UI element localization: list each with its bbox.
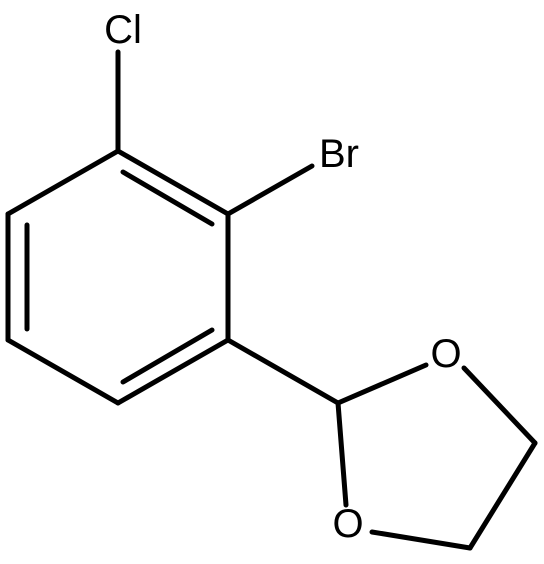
bond-o-lower-acetal bbox=[335, 400, 349, 508]
bond-ring-acetal bbox=[225, 337, 341, 406]
bond-ch2-o-lower bbox=[369, 529, 473, 551]
ring-bond-c4-c5 bbox=[5, 337, 121, 406]
benzene-ring bbox=[5, 148, 231, 406]
ring-bond-c3-c4 bbox=[115, 337, 231, 406]
ring-double-bond-c3-c4-inner bbox=[120, 327, 215, 385]
ring-bond-c1-c2 bbox=[115, 148, 231, 217]
oxygen-atom-label-upper: O bbox=[430, 332, 461, 376]
chlorine-atom-label: Cl bbox=[104, 8, 142, 52]
ring-bond-c6-c1 bbox=[5, 148, 121, 217]
bond-acetal-o-upper bbox=[335, 362, 429, 406]
bromine-atom-label: Br bbox=[319, 132, 359, 176]
oxygen-atom-label-lower: O bbox=[332, 502, 363, 546]
bond-c-br bbox=[225, 163, 315, 217]
bond-o-upper-ch2 bbox=[461, 365, 538, 446]
bond-ch2-ch2 bbox=[467, 440, 538, 551]
dioxolane-ring bbox=[335, 362, 538, 551]
ring-double-bond-c1-c2-inner bbox=[120, 169, 215, 227]
